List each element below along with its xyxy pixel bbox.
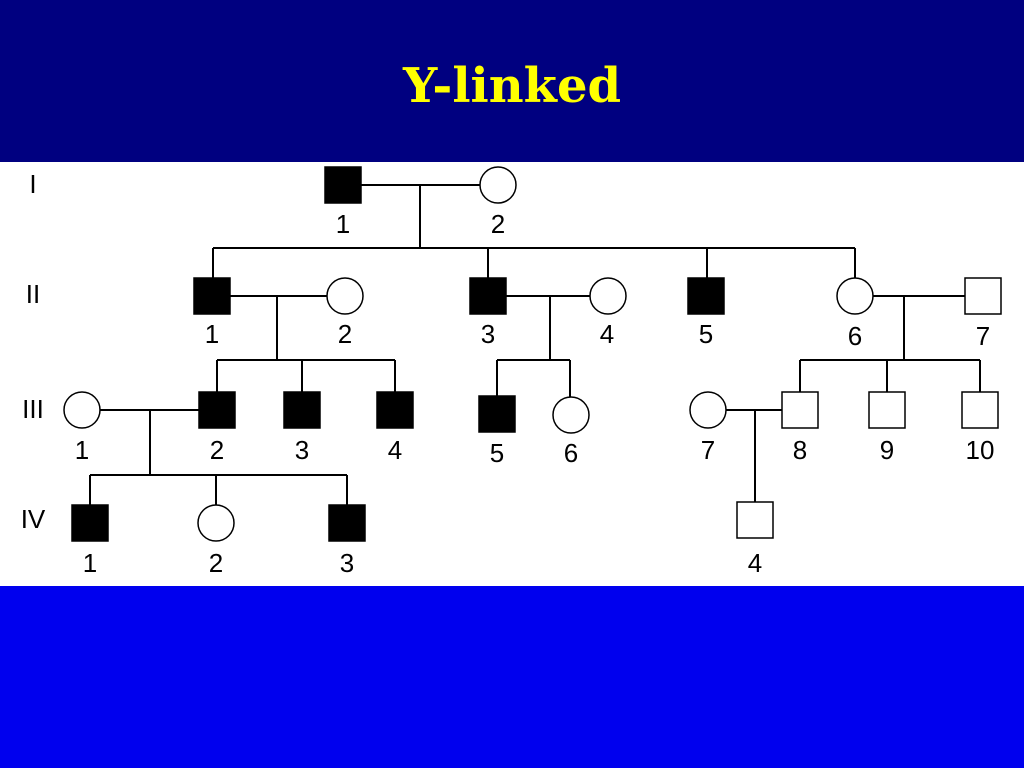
unaffected-female-genIII-1 — [63, 391, 101, 429]
individual-label: 6 — [564, 438, 578, 468]
individual-label: 3 — [481, 319, 495, 349]
individual-label: 1 — [336, 209, 350, 239]
generation-label: II — [26, 279, 40, 309]
generation-label: I — [29, 169, 36, 199]
pedigree-symbols — [63, 166, 1002, 542]
individual-label: 4 — [600, 319, 614, 349]
individual-label: 2 — [338, 319, 352, 349]
title-bar: Y-linked — [0, 0, 1024, 162]
individual-label: 8 — [793, 435, 807, 465]
individual-label: 7 — [701, 435, 715, 465]
individual-label: 6 — [848, 321, 862, 351]
unaffected-female-genII-4 — [589, 277, 627, 315]
individual-label: 4 — [388, 435, 402, 465]
affected-male-genIII-5 — [478, 395, 516, 433]
bottom-bar — [0, 586, 1024, 768]
individual-label: 2 — [210, 435, 224, 465]
affected-male-genII-1 — [193, 277, 231, 315]
unaffected-female-genII-6 — [836, 277, 874, 315]
unaffected-male-genIV-4 — [736, 501, 774, 539]
individual-label: 2 — [209, 548, 223, 578]
unaffected-female-genIII-6 — [552, 396, 590, 434]
generation-label: IV — [21, 504, 46, 534]
affected-male-genIII-3 — [283, 391, 321, 429]
unaffected-male-genIII-9 — [868, 391, 906, 429]
affected-male-genIII-4 — [376, 391, 414, 429]
affected-male-genIV-3 — [328, 504, 366, 542]
affected-male-genII-3 — [469, 277, 507, 315]
individual-label: 1 — [75, 435, 89, 465]
unaffected-male-genIII-8 — [781, 391, 819, 429]
individual-label: 9 — [880, 435, 894, 465]
unaffected-male-genIII-10 — [961, 391, 999, 429]
unaffected-female-genIV-2 — [197, 504, 235, 542]
unaffected-female-genII-2 — [326, 277, 364, 315]
individual-label: 5 — [699, 319, 713, 349]
slide-title: Y-linked — [402, 58, 622, 114]
generation-label: III — [22, 394, 44, 424]
affected-male-genII-5 — [687, 277, 725, 315]
individual-label: 7 — [976, 321, 990, 351]
relationship-lines — [89, 184, 981, 505]
unaffected-female-genIII-7 — [689, 391, 727, 429]
individual-label: 1 — [83, 548, 97, 578]
individual-label: 3 — [295, 435, 309, 465]
individual-label: 10 — [966, 435, 995, 465]
affected-male-genIII-2 — [198, 391, 236, 429]
individual-label: 5 — [490, 438, 504, 468]
unaffected-female-genI-2 — [479, 166, 517, 204]
individual-label: 1 — [205, 319, 219, 349]
individual-label: 3 — [340, 548, 354, 578]
affected-male-genIV-1 — [71, 504, 109, 542]
unaffected-male-genII-7 — [964, 277, 1002, 315]
individual-label: 2 — [491, 209, 505, 239]
individual-label: 4 — [748, 548, 762, 578]
affected-male-genI-1 — [324, 166, 362, 204]
